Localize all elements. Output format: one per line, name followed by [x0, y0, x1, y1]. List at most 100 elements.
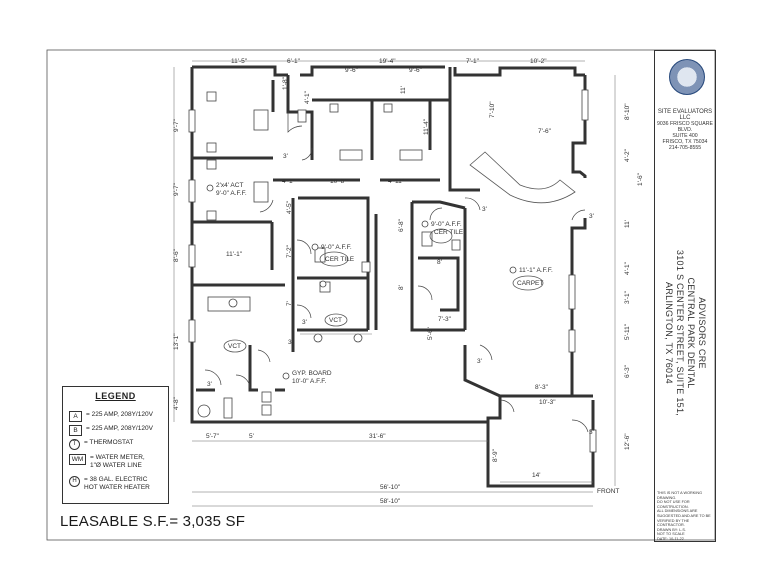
leasable-area-label: LEASABLE S.F.= 3,035 SF	[60, 513, 246, 530]
note-3: ALL DIMENSIONS ARE SUGGESTED AND ARE TO …	[657, 509, 711, 528]
svg-text:11'-1": 11'-1"	[226, 251, 243, 258]
act-height: 9'-0" A.F.F.	[216, 190, 247, 197]
doors	[204, 112, 589, 433]
svg-text:3': 3'	[302, 319, 307, 326]
project-address-1: 3101 S CENTER STREET, SUITE 151,	[675, 249, 685, 417]
project-client: ADVISORS CRE	[697, 297, 707, 369]
act-callout: 2'x4' ACT	[216, 182, 243, 189]
legend-h-line-1: = 38 GAL. ELECTRIC	[84, 476, 148, 483]
carpet-height: 11'-1" A.F.F.	[519, 267, 553, 274]
thermostat-icon	[228, 298, 238, 308]
svg-text:3': 3'	[482, 206, 487, 213]
svg-text:8': 8'	[437, 259, 442, 266]
svg-text:4'-5": 4'-5"	[286, 200, 293, 214]
svg-text:4'-1": 4'-1"	[304, 90, 311, 104]
drawing-date: DATE: 10-11-22	[657, 536, 684, 541]
svg-text:7'-2": 7'-2"	[286, 244, 293, 258]
gyp-height: 10'-0" A.F.F.	[292, 378, 326, 385]
svg-text:10'-3": 10'-3"	[539, 399, 556, 406]
company-address-3: FRISCO, TX 75034	[662, 139, 708, 145]
toilet-icon	[314, 247, 326, 263]
sink-icon	[206, 91, 217, 102]
company-address-1: 9036 FRISCO SQUARE BLVD.	[657, 121, 713, 133]
drawn-by: DRAWN BY: L.S.	[657, 527, 686, 532]
project-info: ADVISORS CRE CENTRAL PARK DENTAL 3101 S …	[663, 183, 707, 483]
svg-text:3': 3'	[288, 339, 293, 346]
water-meter-symbol: WM	[69, 454, 86, 465]
dim-left-4: 13'-1"	[173, 333, 180, 350]
legend-h-text: = 38 GAL. ELECTRIC HOT WATER HEATER	[84, 476, 150, 492]
dim-top-4: 19'-4"	[379, 58, 396, 65]
svg-text:1'-8": 1'-8"	[282, 76, 289, 90]
dim-right-1: 8'-10"	[624, 103, 631, 120]
panel-a-symbol: A	[69, 411, 82, 422]
svg-text:7'-10": 7'-10"	[489, 101, 496, 118]
note-2: DO NOT USE FOR CONSTRUCTION.	[657, 500, 690, 509]
dim-left-2: 9'-7"	[173, 182, 180, 196]
curved-partition	[469, 151, 576, 204]
sink-icon	[361, 261, 371, 273]
windows	[188, 89, 597, 453]
svg-text:3': 3'	[589, 429, 594, 436]
svg-text:3': 3'	[477, 358, 482, 365]
company-name: SITE EVALUATORS LLC	[657, 109, 713, 121]
svg-text:3': 3'	[207, 381, 212, 388]
water-meter-box	[223, 397, 233, 419]
svg-text:3': 3'	[589, 213, 594, 220]
sink-icon	[206, 159, 217, 170]
room-callouts: 2'x4' ACT 9'-0" A.F.F. 9'-0" A.F.F. CER …	[206, 182, 619, 495]
svg-text:7': 7'	[286, 301, 293, 306]
dim-bottom-5: 58'-10"	[380, 498, 401, 505]
svg-text:5'-6": 5'-6"	[427, 326, 434, 340]
dim-right-9: 12'-6"	[624, 433, 631, 450]
svg-text:10'-8": 10'-8"	[330, 178, 347, 185]
svg-text:11'-4": 11'-4"	[423, 118, 430, 135]
svg-text:8': 8'	[398, 285, 405, 290]
ceiling-tag-icon	[206, 184, 214, 192]
dim-right-8: 6'-3"	[624, 364, 631, 378]
vct-2-label: VCT	[329, 317, 342, 324]
panel-a-box	[261, 391, 272, 403]
interior-walls	[192, 67, 576, 398]
cer-tile-label: CER TILE	[325, 256, 355, 263]
svg-text:11': 11'	[400, 86, 407, 94]
legend-row-b: B = 225 AMP, 208Y/120V	[69, 425, 153, 436]
svg-text:3': 3'	[283, 153, 288, 160]
water-heater-icon: H	[69, 476, 80, 487]
dim-bottom-1: 5'-7"	[206, 433, 220, 440]
ceiling-tag-icon	[421, 220, 429, 228]
dim-right-6: 3'-1"	[624, 290, 631, 304]
dim-bottom-4: 56'-10"	[380, 484, 401, 491]
company-info: SITE EVALUATORS LLC 9036 FRISCO SQUARE B…	[655, 109, 715, 151]
dim-top-6: 7'-1"	[466, 58, 480, 65]
dim-right-5: 4'-1"	[624, 261, 631, 275]
toilet-icon	[329, 103, 339, 113]
dim-right-7: 5'-11"	[624, 323, 631, 340]
legend-wm-text: = WATER METER, 1"Ø WATER LINE	[90, 454, 145, 470]
dim-top-7: 10'-2"	[530, 58, 547, 65]
sink-icon	[451, 239, 461, 251]
legend-wm-line-1: = WATER METER,	[90, 454, 145, 461]
legend-wm-line-2: 1"Ø WATER LINE	[90, 462, 142, 469]
dim-right-3: 1'-6"	[637, 172, 644, 186]
legend-row-a: A = 225 AMP, 208Y/120V	[69, 411, 153, 422]
legend-a-text: = 225 AMP, 208Y/120V	[86, 411, 153, 418]
sink-icon	[206, 210, 217, 221]
svg-text:7'-6": 7'-6"	[538, 128, 552, 135]
legend-h-line-2: HOT WATER HEATER	[84, 484, 150, 491]
vct-label: VCT	[228, 343, 241, 350]
dim-left-3: 8'-6"	[173, 248, 180, 262]
ceiling-tag-icon	[282, 372, 290, 380]
dim-top-1: 11'-5"	[231, 58, 248, 65]
legend-title: LEGEND	[95, 391, 136, 401]
cabinet-icon	[253, 109, 269, 131]
dim-top-5: 9'-6"	[409, 67, 423, 74]
gyp-label: GYP. BOARD	[292, 370, 332, 377]
dim-left-1: 9'-7"	[173, 118, 180, 132]
dim-right-4: 11'	[624, 220, 631, 228]
legend-row-water-meter: WM = WATER METER, 1"Ø WATER LINE	[69, 454, 145, 470]
legend-b-text: = 225 AMP, 208Y/120V	[86, 425, 153, 432]
svg-text:14': 14'	[532, 472, 540, 479]
toilet-icon	[421, 231, 433, 247]
scale-note: NOT TO SCALE	[657, 532, 685, 537]
